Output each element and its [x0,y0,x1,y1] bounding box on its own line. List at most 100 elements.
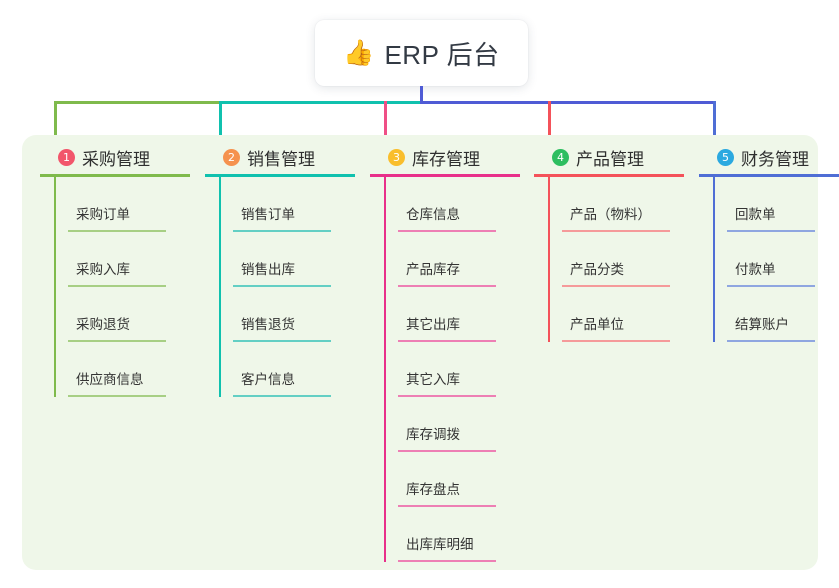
menu-item-label: 回款单 [735,207,776,222]
column-drop-3 [384,101,387,147]
column-title-3: 库存管理 [412,149,480,169]
menu-item[interactable]: 销售退货 [219,287,355,342]
menu-item-label: 付款单 [735,262,776,277]
column-header-rule-1 [40,174,190,177]
column-spine-1 [54,177,56,397]
column-2: 2 销售管理销售订单销售出库销售退货客户信息 [205,145,355,397]
column-spine-4 [548,177,550,342]
menu-item-label: 库存盘点 [406,482,460,497]
menu-item[interactable]: 供应商信息 [54,342,190,397]
column-drop-2 [219,101,222,147]
menu-item-label: 结算账户 [735,317,789,332]
column-header-rule-5 [699,174,839,177]
column-header-4[interactable]: 4 产品管理 [534,145,684,169]
column-badge-5: 5 [717,148,734,166]
menu-item-label: 销售订单 [241,207,295,222]
column-header-2[interactable]: 2 销售管理 [205,145,355,169]
column-header-3[interactable]: 3 库存管理 [370,145,520,169]
menu-item[interactable]: 客户信息 [219,342,355,397]
menu-item-rule [233,340,331,342]
menu-item-label: 产品单位 [570,317,624,332]
menu-item[interactable]: 产品库存 [384,232,520,287]
menu-item-rule [398,395,496,397]
column-title-4: 产品管理 [576,149,644,169]
menu-item[interactable]: 库存盘点 [384,452,520,507]
menu-item[interactable]: 其它入库 [384,342,520,397]
menu-item[interactable]: 产品分类 [548,232,684,287]
menu-item[interactable]: 回款单 [713,177,839,232]
menu-item-rule [562,285,670,287]
menu-item[interactable]: 其它出库 [384,287,520,342]
root-node[interactable]: 👍 ERP 后台 [315,20,528,86]
menu-item-label: 采购退货 [76,317,130,332]
menu-item-rule [68,285,166,287]
menu-item-rule [398,560,496,562]
menu-item-rule [398,340,496,342]
menu-item[interactable]: 付款单 [713,232,839,287]
menu-item-rule [233,395,331,397]
column-title-1: 采购管理 [82,149,150,169]
menu-item-label: 产品分类 [570,262,624,277]
menu-item[interactable]: 出库库明细 [384,507,520,562]
column-items-3: 仓库信息产品库存其它出库其它入库库存调拨库存盘点出库库明细 [370,177,520,562]
menu-item-rule [68,395,166,397]
menu-item-rule [562,230,670,232]
thumbs-up-icon: 👍 [343,38,375,67]
menu-item-rule [233,230,331,232]
root-connector-stub [420,86,423,104]
column-items-2: 销售订单销售出库销售退货客户信息 [205,177,355,397]
bus-segment-green [54,101,222,104]
column-title-5: 财务管理 [741,149,809,169]
bus-segment-indigo [420,101,716,104]
menu-item[interactable]: 采购退货 [54,287,190,342]
column-items-1: 采购订单采购入库采购退货供应商信息 [40,177,190,397]
menu-item-rule [727,340,815,342]
menu-item[interactable]: 采购订单 [54,177,190,232]
menu-item-rule [398,230,496,232]
menu-item-rule [233,285,331,287]
menu-item-label: 采购入库 [76,262,130,277]
column-badge-3: 3 [388,148,405,166]
menu-item-label: 销售退货 [241,317,295,332]
column-title-2: 销售管理 [247,149,315,169]
menu-item[interactable]: 销售出库 [219,232,355,287]
menu-item-rule [68,230,166,232]
menu-item[interactable]: 仓库信息 [384,177,520,232]
menu-item-rule [727,285,815,287]
menu-item[interactable]: 产品（物料） [548,177,684,232]
column-spine-5 [713,177,715,342]
menu-item-rule [398,285,496,287]
menu-item-rule [68,340,166,342]
menu-item[interactable]: 产品单位 [548,287,684,342]
column-items-5: 回款单付款单结算账户 [699,177,839,342]
menu-item[interactable]: 销售订单 [219,177,355,232]
menu-item-rule [562,340,670,342]
menu-item-label: 客户信息 [241,372,295,387]
column-items-4: 产品（物料） 产品分类产品单位 [534,177,684,342]
column-badge-2: 2 [223,148,240,166]
menu-item-label: 库存调拨 [406,427,460,442]
column-header-rule-2 [205,174,355,177]
column-header-rule-3 [370,174,520,177]
column-4: 4 产品管理产品（物料） 产品分类产品单位 [534,145,684,342]
root-node-label: ERP 后台 [384,39,500,70]
menu-item[interactable]: 库存调拨 [384,397,520,452]
column-drop-1 [54,101,57,147]
column-badge-1: 1 [58,148,75,166]
menu-item-label: 其它入库 [406,372,460,387]
column-header-rule-4 [534,174,684,177]
diagram-panel [22,135,818,570]
column-header-5[interactable]: 5 财务管理 [699,145,839,169]
column-1: 1 采购管理采购订单采购入库采购退货供应商信息 [40,145,190,397]
bus-segment-teal [219,101,423,104]
column-5: 5 财务管理回款单付款单结算账户 [699,145,839,342]
menu-item-label: 产品（物料） [570,207,651,222]
column-drop-4 [548,101,551,147]
menu-item[interactable]: 结算账户 [713,287,839,342]
column-header-1[interactable]: 1 采购管理 [40,145,190,169]
column-badge-4: 4 [552,148,569,166]
column-spine-2 [219,177,221,397]
column-spine-3 [384,177,386,562]
menu-item[interactable]: 采购入库 [54,232,190,287]
menu-item-rule [398,505,496,507]
